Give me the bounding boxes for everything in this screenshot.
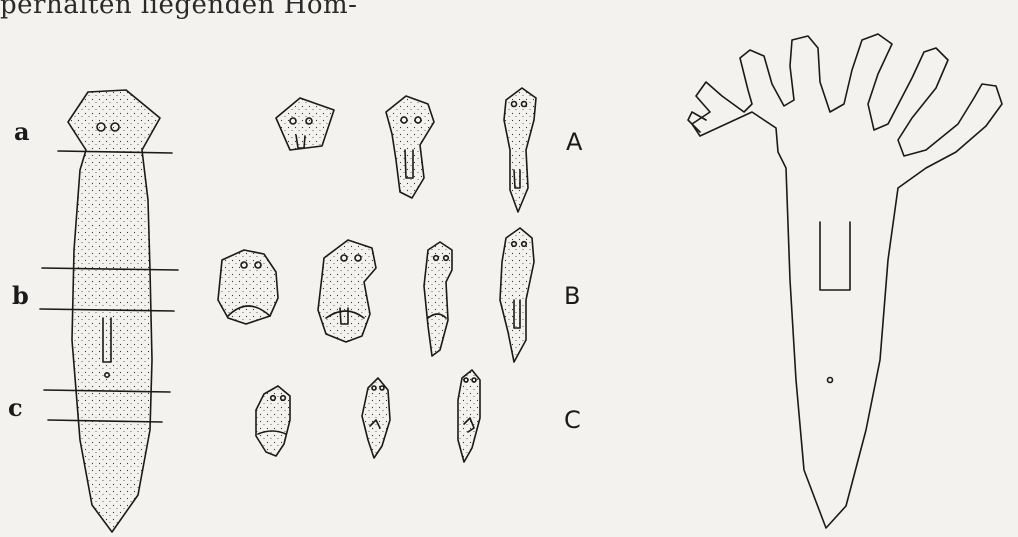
multi-headed-planarian-figure (688, 34, 1002, 528)
large-planarian-figure (40, 90, 178, 532)
row-b-fragments (218, 228, 534, 362)
row-c-fragments (256, 370, 480, 462)
row-a-fragments (276, 88, 536, 212)
